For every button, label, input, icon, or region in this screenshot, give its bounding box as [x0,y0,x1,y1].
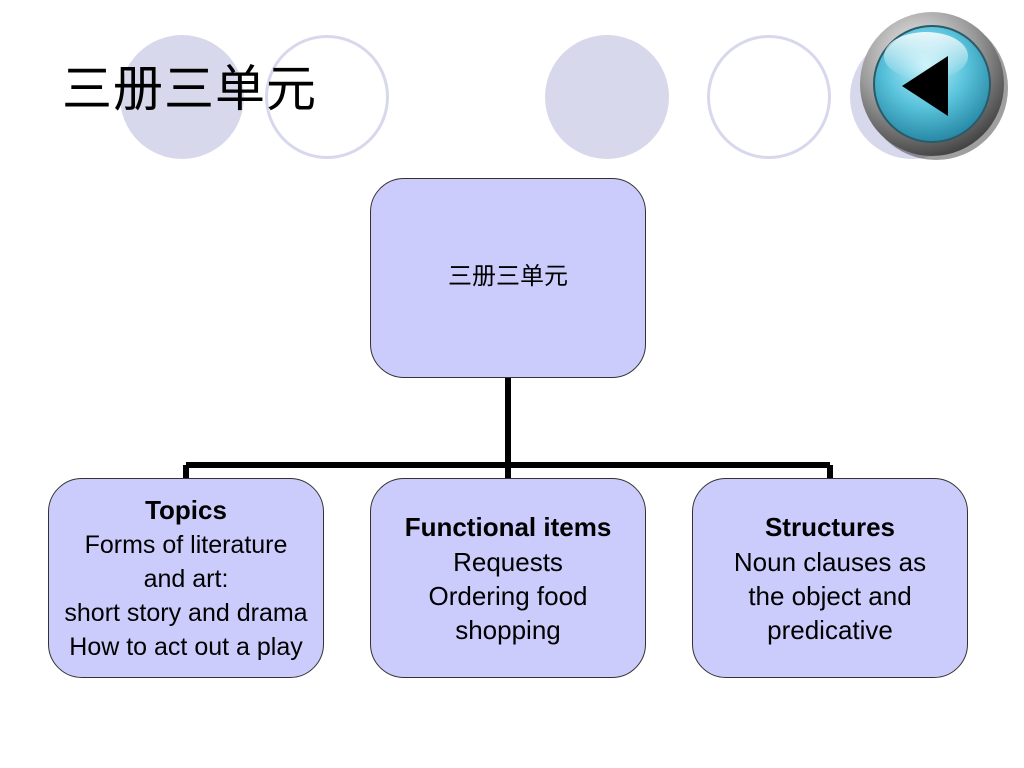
structures-node: Structures Noun clauses as the object an… [692,478,968,678]
topics-line: and art: [143,565,229,593]
slide-title: 三册三单元 [62,60,317,118]
functional-items-heading: Functional items [404,512,612,542]
functional-items-line: Ordering food [428,581,588,611]
topics-line: short story and drama [64,599,308,627]
structures-heading: Structures [764,512,896,542]
functional-items-node: Functional items Requests Ordering food … [370,478,646,678]
decor-circle-filled-1 [120,35,244,159]
decor-circle-filled-2 [545,35,669,159]
diagram-root-node: 三册三单元 [370,178,646,378]
structures-line: the object and [748,581,912,611]
topics-line: Forms of literature [84,531,288,559]
topics-node: Topics Forms of literature and art: shor… [48,478,324,678]
decor-circle-ring-2 [707,35,831,159]
root-node-label: 三册三单元 [448,261,568,290]
decor-circle-ring-1 [265,35,389,159]
structures-line: Noun clauses as [733,547,927,577]
functional-items-line: shopping [455,615,561,645]
functional-items-line: Requests [453,547,563,577]
back-button[interactable] [856,8,1012,164]
topics-heading: Topics [145,495,227,525]
play-back-icon [860,12,1008,160]
topics-line: How to act out a play [69,633,303,661]
structures-line: predicative [767,615,893,645]
